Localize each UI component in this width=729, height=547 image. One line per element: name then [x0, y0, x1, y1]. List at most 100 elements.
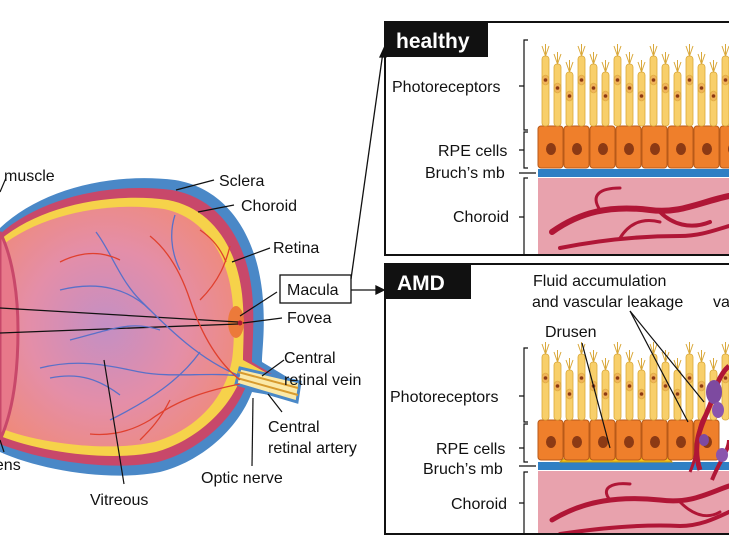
- amd-title-box: [385, 264, 471, 299]
- healthy-panel-frame: [384, 21, 729, 256]
- retinal-arteries: [59, 229, 241, 441]
- photoreceptor: [649, 44, 658, 127]
- rpe-nucleus: [598, 143, 608, 155]
- amd-panel: AMD Fluid accumulation and vascular leak…: [384, 263, 729, 535]
- healthy-photoreceptors-label: Photoreceptors: [392, 79, 501, 96]
- healthy-bruch-label: Bruch’s mb: [425, 165, 505, 182]
- rpe-nucleus: [598, 436, 608, 448]
- amd-panel-frame: [384, 263, 729, 535]
- photoreceptor: [601, 60, 610, 127]
- photoreceptor: [565, 358, 574, 421]
- photoreceptor: [625, 52, 634, 127]
- healthy-brackets: [519, 39, 536, 256]
- photoreceptor: [625, 350, 634, 421]
- photoreceptor: [589, 350, 598, 421]
- central-retinal-vein-line1: Central: [284, 350, 336, 367]
- optic-nerve-label: Optic nerve: [201, 470, 283, 487]
- rpe-nucleus: [546, 143, 556, 155]
- amd-choroid-vessels: [549, 482, 729, 534]
- healthy-choroid-label: Choroid: [453, 209, 509, 226]
- photoreceptor: [577, 44, 586, 127]
- rpe-nucleus: [676, 436, 686, 448]
- photoreceptor: [601, 358, 610, 421]
- photoreceptor: [565, 60, 574, 127]
- vitreous-body: [0, 206, 234, 447]
- rpe-nucleus: [702, 143, 712, 155]
- photoreceptor: [673, 60, 682, 127]
- rpe-nucleus: [624, 436, 634, 448]
- fovea-dot: [237, 320, 243, 326]
- eye-leader-lines: [0, 177, 285, 485]
- healthy-photoreceptors: [541, 44, 729, 127]
- rpe-nucleus: [546, 436, 556, 448]
- photoreceptor: [661, 52, 670, 127]
- central-retinal-artery-line2: retinal artery: [268, 440, 357, 457]
- photoreceptor: [709, 60, 718, 127]
- healthy-rpe-cells: [537, 125, 729, 169]
- photoreceptor: [613, 342, 622, 421]
- central-retinal-vein-line2: retinal vein: [284, 372, 361, 389]
- photoreceptor: [637, 60, 646, 127]
- amd-bruch-label: Bruch’s mb: [423, 461, 503, 478]
- lens: [0, 231, 20, 441]
- amd-choroid-label: Choroid: [451, 496, 507, 513]
- photoreceptor: [685, 44, 694, 127]
- retinal-veins: [39, 214, 241, 421]
- photoreceptor: [673, 358, 682, 421]
- macula-label: Macula: [287, 282, 339, 299]
- retina-label: Retina: [273, 240, 319, 257]
- macula-box: [279, 274, 352, 304]
- amd-rpe-cells: [537, 419, 720, 461]
- healthy-rpe-label: RPE cells: [438, 143, 507, 160]
- rpe-cell: [719, 125, 729, 169]
- fluid-label-line2: and vascular leakage: [532, 294, 683, 311]
- rpe-nucleus: [650, 436, 660, 448]
- lens-label: Lens: [0, 457, 21, 474]
- vascular-label-fragment: va: [713, 294, 729, 311]
- healthy-choroid-vessels: [549, 186, 729, 250]
- photoreceptor: [613, 44, 622, 127]
- photoreceptor: [541, 44, 550, 127]
- choroid-label: Choroid: [241, 198, 297, 215]
- amd-brackets: [519, 347, 536, 535]
- muscle-label: muscle: [4, 168, 55, 185]
- macula-arrows: [350, 43, 387, 296]
- healthy-bruch-membrane: [538, 169, 729, 177]
- photoreceptor: [541, 342, 550, 421]
- amd-rpe-label: RPE cells: [436, 441, 505, 458]
- fovea-label: Fovea: [287, 310, 332, 327]
- amd-title: AMD: [397, 272, 445, 295]
- rpe-nucleus: [572, 143, 582, 155]
- photoreceptor: [553, 350, 562, 421]
- healthy-title-box: [385, 22, 488, 57]
- photoreceptor: [721, 44, 729, 127]
- amd-annotation-lines: [581, 310, 705, 449]
- fluid-label-line1: Fluid accumulation: [533, 273, 666, 290]
- healthy-choroid-tissue: [538, 178, 729, 255]
- photoreceptor: [661, 350, 670, 421]
- amd-bruch-membrane: [538, 462, 729, 470]
- rpe-nucleus: [624, 143, 634, 155]
- rpe-nucleus: [572, 436, 582, 448]
- healthy-title: healthy: [396, 30, 470, 53]
- amd-photoreceptors-label: Photoreceptors: [390, 389, 499, 406]
- amd-photoreceptors: [541, 342, 729, 421]
- eye-cross-section: [0, 178, 302, 476]
- sclera-label: Sclera: [219, 173, 264, 190]
- healthy-panel: healthy Photoreceptors RPE cells Bruch’s…: [384, 21, 729, 256]
- neovascular-leakage: [688, 364, 729, 481]
- photoreceptor: [553, 52, 562, 127]
- vitreous-label: Vitreous: [90, 492, 148, 509]
- photoreceptor: [637, 358, 646, 421]
- rpe-nucleus: [650, 143, 660, 155]
- photoreceptor: [577, 342, 586, 421]
- amd-choroid-tissue: [538, 471, 729, 534]
- drusen-label: Drusen: [545, 324, 597, 341]
- central-retinal-artery-line1: Central: [268, 419, 320, 436]
- photoreceptor: [685, 342, 694, 421]
- photoreceptor: [649, 342, 658, 421]
- photoreceptor: [697, 52, 706, 127]
- photoreceptor: [589, 52, 598, 127]
- eye-labels: muscle Lens Sclera Choroid Retina Fovea …: [0, 168, 361, 509]
